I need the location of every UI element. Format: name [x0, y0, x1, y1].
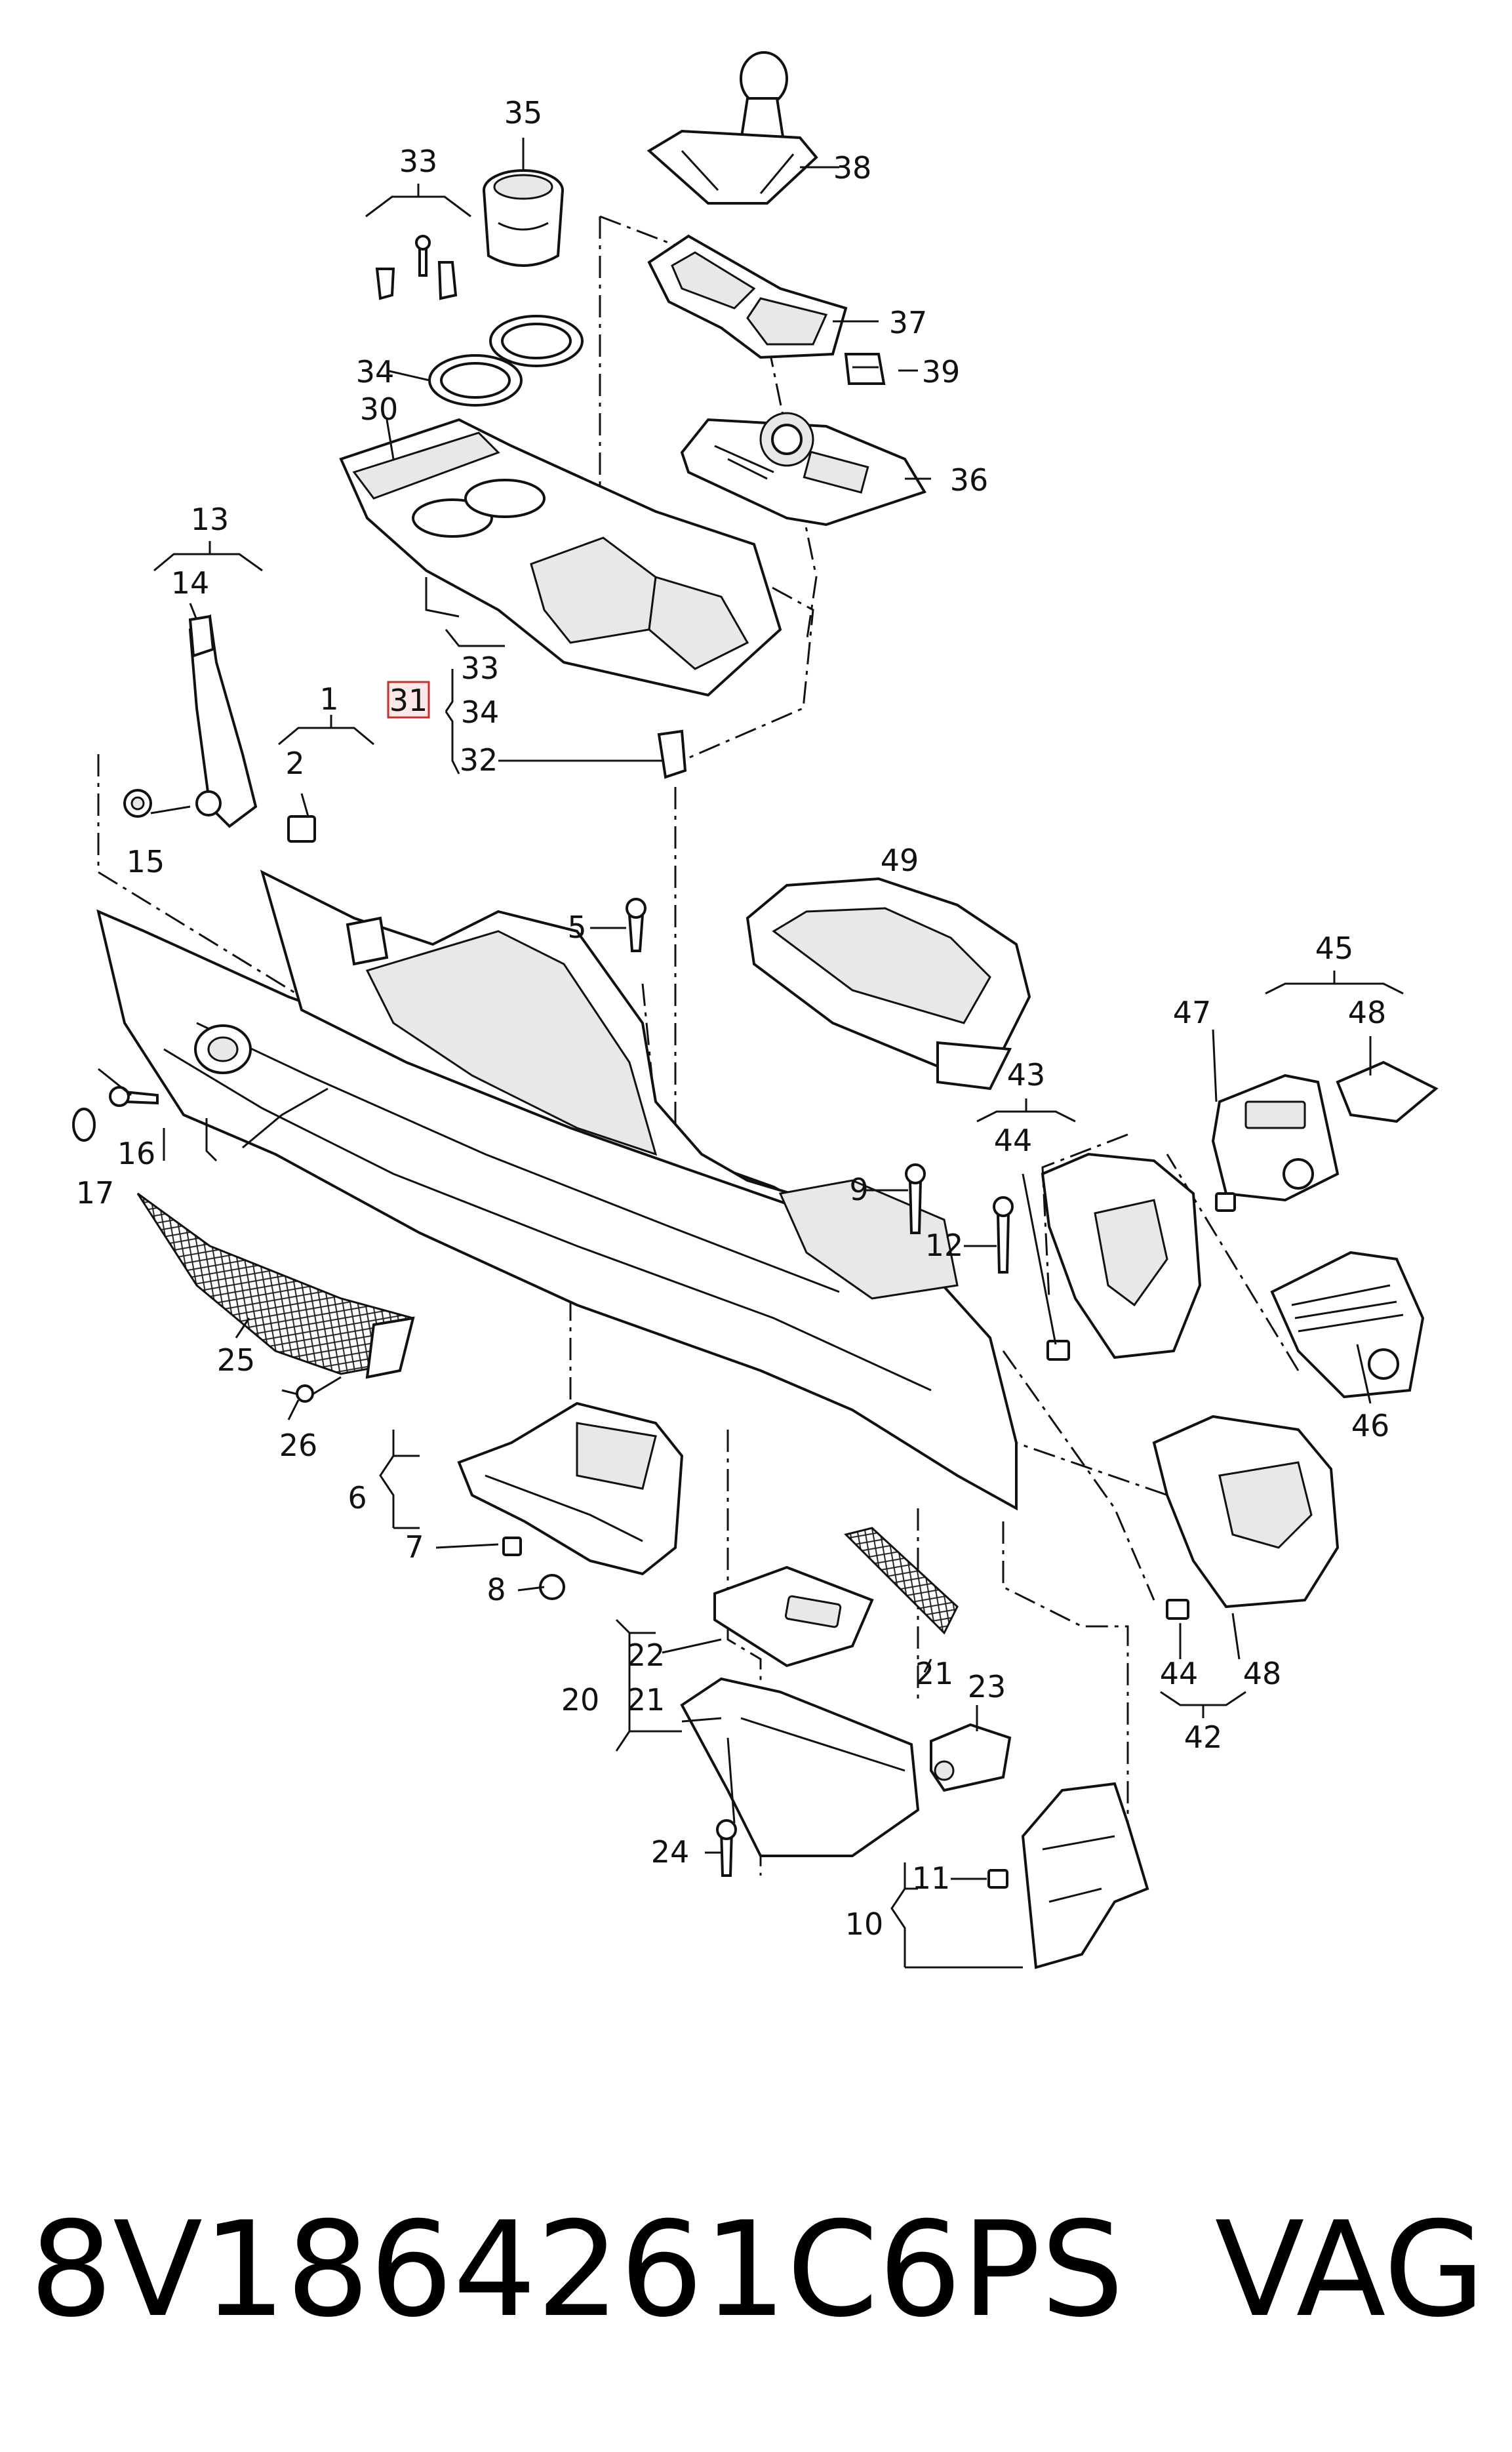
clip-39-part: [844, 353, 886, 385]
callout-21-left: 21: [627, 1682, 666, 1718]
armrest-part: [746, 877, 1031, 1091]
callout-12: 12: [925, 1228, 964, 1263]
control-panel-part: [680, 412, 926, 527]
side-bracket-part: [123, 614, 258, 828]
callout-25: 25: [217, 1342, 256, 1378]
upper-console-cover-part: [339, 418, 782, 697]
callout-39: 39: [922, 354, 961, 390]
callout-43: 43: [1007, 1057, 1046, 1093]
callout-21-right: 21: [915, 1656, 954, 1691]
switch-panel-part: [1211, 1060, 1439, 1212]
callout-49: 49: [881, 843, 919, 878]
callout-45: 45: [1315, 931, 1354, 966]
callout-44-lower: 44: [1160, 1656, 1199, 1691]
callout-6: 6: [348, 1480, 367, 1516]
callout-31-highlight: [387, 681, 430, 719]
callout-30: 30: [360, 392, 399, 427]
clips-part-top: [375, 235, 458, 300]
callout-33-group: 33: [461, 651, 500, 686]
callout-48-lower: 48: [1243, 1656, 1282, 1691]
trim-frame-part: [647, 234, 848, 359]
callout-15: 15: [127, 844, 165, 879]
rear-cover-42-part: [1152, 1415, 1340, 1620]
main-console-part: [96, 815, 1018, 1511]
callout-11: 11: [912, 1860, 951, 1896]
callout-33-top: 33: [399, 144, 438, 179]
callout-10: 10: [845, 1906, 884, 1942]
storage-cup-part: [483, 169, 564, 267]
rear-cover-43-part: [1041, 1152, 1202, 1361]
callout-1: 1: [319, 681, 338, 717]
callout-42: 42: [1184, 1719, 1223, 1755]
clip-32-part: [657, 729, 687, 779]
callout-16: 16: [117, 1136, 156, 1171]
callout-22: 22: [627, 1638, 666, 1673]
rear-bracket-part: [987, 1782, 1149, 1969]
callout-9: 9: [849, 1172, 868, 1207]
callout-20: 20: [561, 1682, 600, 1718]
callout-46: 46: [1351, 1408, 1390, 1443]
leader-lines: [98, 138, 1404, 1969]
callout-36: 36: [950, 462, 989, 498]
callout-38: 38: [833, 150, 872, 186]
rear-vent-part: [1270, 1251, 1425, 1399]
callout-2: 2: [285, 746, 304, 781]
screws: [109, 898, 1014, 1877]
callout-7: 7: [405, 1529, 424, 1565]
callout-23: 23: [968, 1669, 1006, 1704]
callout-35: 35: [504, 95, 543, 131]
callout-26: 26: [279, 1428, 318, 1463]
callout-31: 31: [389, 683, 428, 718]
callout-44-upper: 44: [994, 1123, 1033, 1158]
callout-24: 24: [651, 1834, 690, 1870]
callout-17: 17: [76, 1175, 115, 1211]
part-number-label: 8V1864261C6PS: [30, 2194, 1124, 2346]
callout-14: 14: [171, 565, 210, 601]
callout-13: 13: [191, 502, 229, 537]
callout-34-group: 34: [461, 694, 500, 730]
mesh-panel-part: [136, 1192, 415, 1403]
callout-48-upper: 48: [1348, 995, 1387, 1030]
brand-label: VAG: [1215, 2194, 1485, 2346]
callout-5: 5: [567, 910, 586, 945]
left-bracket-part: [457, 1401, 684, 1600]
callout-8: 8: [487, 1572, 506, 1607]
callout-32: 32: [460, 742, 498, 778]
storage-tray-part: [680, 1527, 1012, 1857]
callout-34: 34: [356, 354, 395, 390]
plug-17-part: [72, 1108, 96, 1142]
shift-knob-part: [647, 51, 818, 205]
callout-labels: 1 2 5 6 7 8 9 10 11 12 13 14 15 16 17 20…: [76, 95, 1390, 1942]
callout-47: 47: [1173, 995, 1212, 1030]
cupholder-ring-part: [428, 315, 584, 407]
callout-37: 37: [889, 305, 928, 340]
